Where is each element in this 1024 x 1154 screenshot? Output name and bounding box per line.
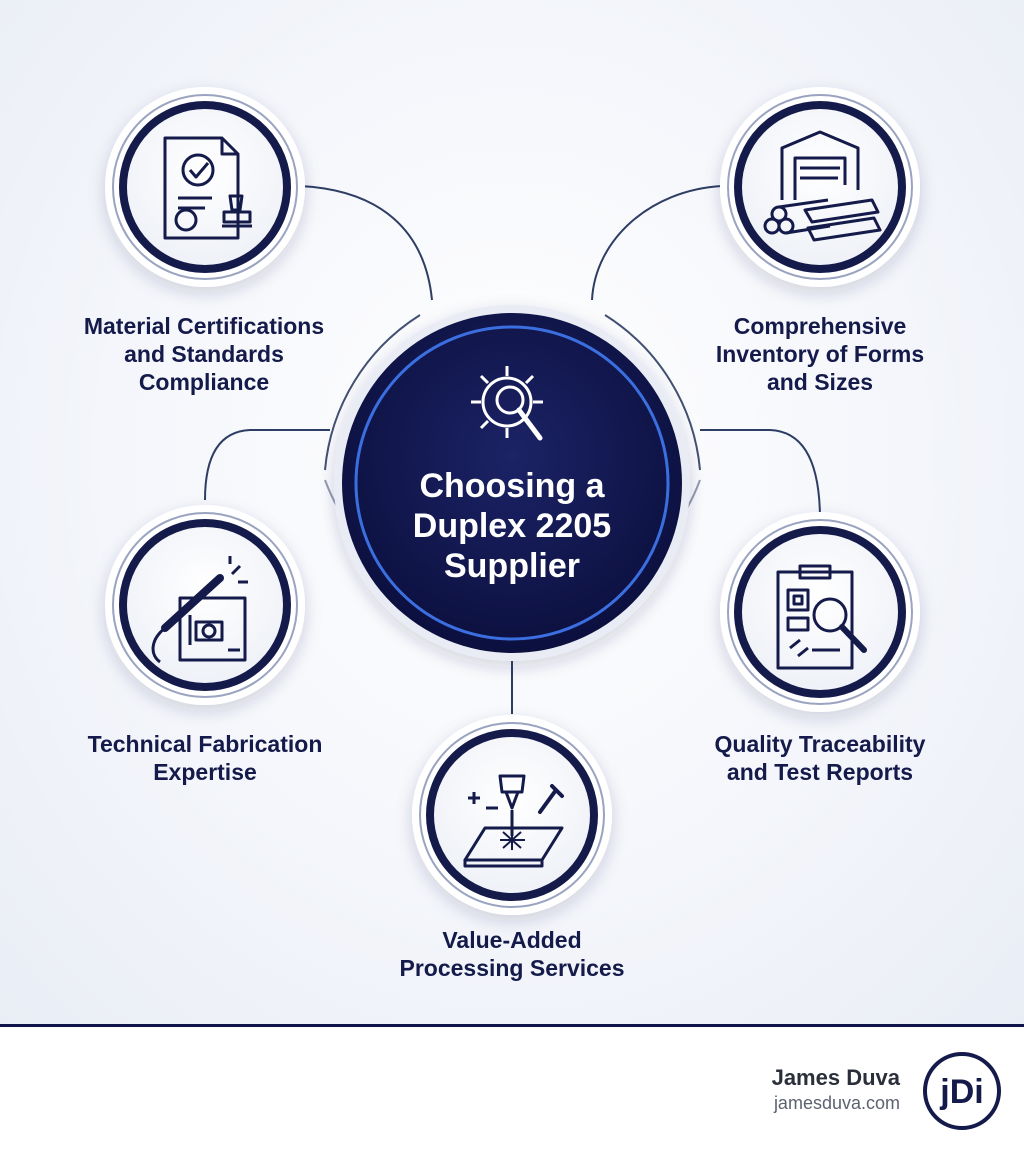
- certificate-stamp-icon: [163, 136, 252, 240]
- node-certifications: [105, 87, 305, 287]
- connector-inventory: [591, 185, 723, 301]
- welding-blueprint-icon: [151, 556, 248, 664]
- center-title-line: Supplier: [443, 547, 581, 585]
- infographic-canvas: Choosing a Duplex 2205 Supplier Material…: [0, 0, 1024, 1025]
- label-line: Compliance: [138, 369, 270, 395]
- connector-certifications: [299, 185, 433, 301]
- footer-divider: [0, 1024, 1024, 1027]
- label-line: Processing Services: [399, 955, 625, 981]
- label-processing: Value-Added Processing Services: [352, 926, 672, 982]
- gear-search-icon: [471, 366, 543, 441]
- footer: James Duva jamesduva.com jDi: [0, 1027, 1024, 1154]
- clipboard-qr-search-icon: [776, 564, 867, 670]
- label-traceability: Quality Traceability and Test Reports: [660, 730, 980, 786]
- node-fabrication: [105, 505, 305, 705]
- label-line: Material Certifications: [83, 313, 325, 339]
- label-line: Expertise: [153, 759, 257, 785]
- label-line: and Standards: [124, 341, 284, 367]
- brand-url[interactable]: jamesduva.com: [773, 1093, 900, 1113]
- label-inventory: Comprehensive Inventory of Forms and Siz…: [660, 312, 980, 396]
- label-line: Inventory of Forms: [715, 341, 925, 367]
- brand-name: James Duva: [771, 1065, 900, 1090]
- label-line: Comprehensive: [733, 313, 907, 339]
- node-inventory: [720, 87, 920, 287]
- laser-cutting-icon: [463, 774, 564, 868]
- center-title-line: Duplex 2205: [412, 507, 612, 545]
- center-title: Choosing a Duplex 2205 Supplier: [362, 466, 662, 586]
- label-line: Value-Added: [442, 927, 582, 953]
- label-fabrication: Technical Fabrication Expertise: [45, 730, 365, 786]
- center-outer-ring: [324, 314, 421, 471]
- warehouse-stock-icon: [763, 130, 882, 242]
- node-processing: [412, 715, 612, 915]
- brand-logo-icon: jDi: [923, 1052, 1001, 1130]
- center-node: [334, 305, 690, 661]
- label-line: Technical Fabrication: [87, 731, 323, 757]
- label-certifications: Material Certifications and Standards Co…: [44, 312, 364, 396]
- connector-traceability: [700, 429, 821, 521]
- center-title-line: Choosing a: [419, 467, 605, 505]
- connector-fabrication: [204, 429, 330, 501]
- center-outer-ring-right: [604, 314, 701, 471]
- diagram-svg: [105, 87, 920, 915]
- label-line: and Test Reports: [726, 759, 914, 785]
- label-line: and Sizes: [766, 369, 874, 395]
- node-traceability: [720, 512, 920, 712]
- label-line: Quality Traceability: [714, 731, 926, 757]
- brand-logo-text: jDi: [939, 1073, 983, 1111]
